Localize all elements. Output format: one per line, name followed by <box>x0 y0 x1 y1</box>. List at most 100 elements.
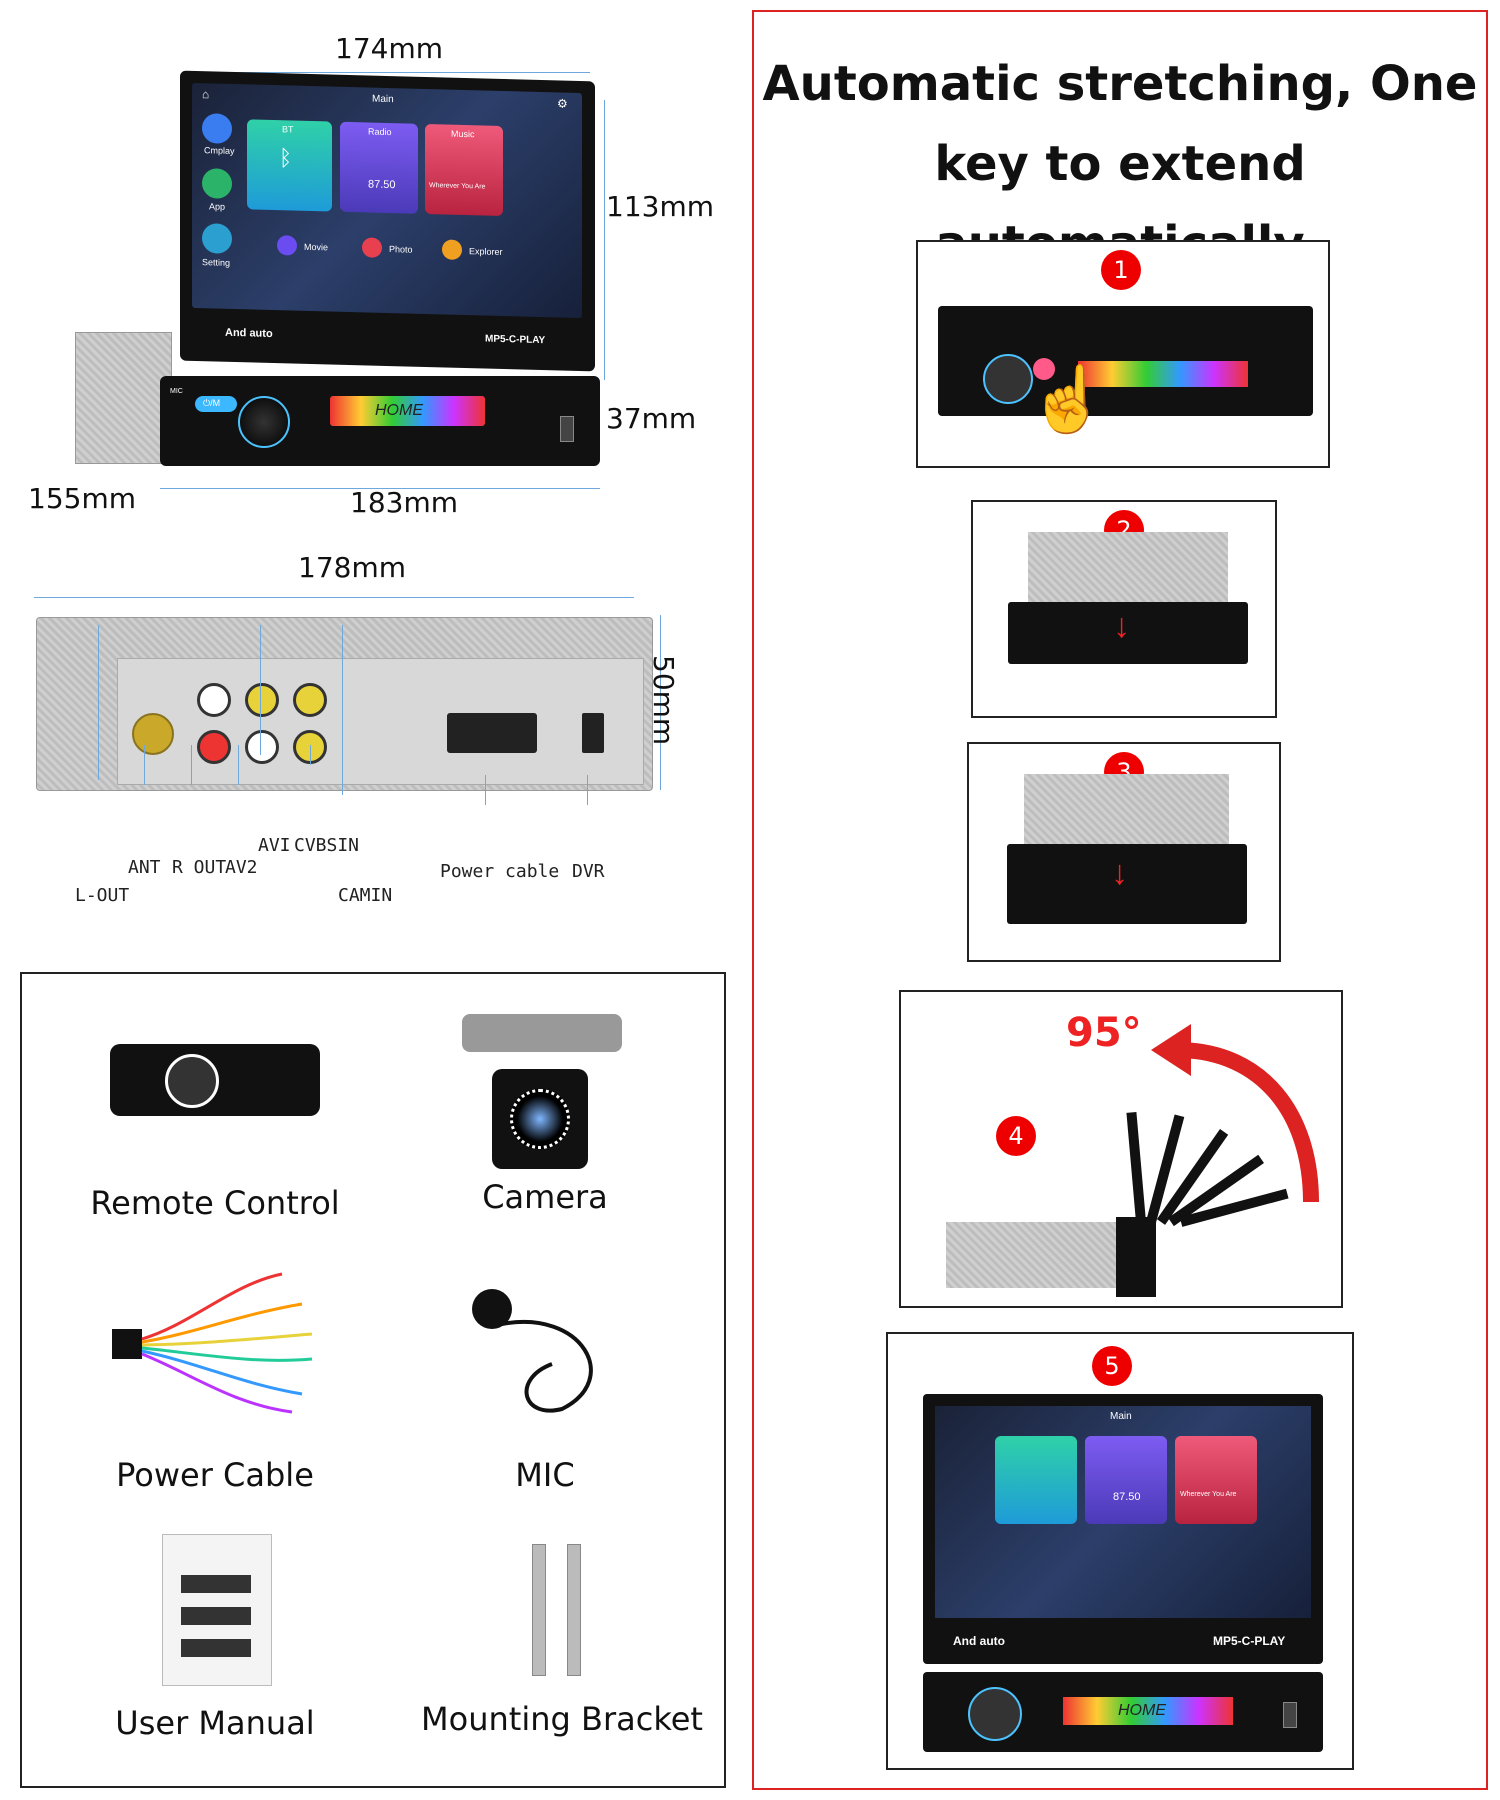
bt-card[interactable]: BT ᛒ <box>247 119 332 212</box>
app-label: Explorer <box>469 246 503 258</box>
home-icon[interactable]: ⌂ <box>202 87 210 102</box>
manual-figure <box>181 1607 251 1625</box>
metal-chassis <box>75 332 172 464</box>
accessory-label: Remote Control <box>90 1184 340 1222</box>
lead-r-out <box>191 745 192 785</box>
music-song: Wherever You Are <box>429 182 486 191</box>
step-badge: 1 <box>1101 250 1141 290</box>
dim-height: 113mm <box>606 190 714 223</box>
product-front-view: 174mm 113mm 37mm 155mm 183mm Main ⌂ ⚙ Cm… <box>20 20 720 530</box>
explorer-icon[interactable] <box>442 239 462 260</box>
step5-screen-frame: Main 87.50 Wherever You Are And auto MP5… <box>923 1394 1323 1664</box>
music-card[interactable]: Music Wherever You Are <box>425 123 503 217</box>
step1-release-button[interactable] <box>1033 358 1055 380</box>
step5-faceplate: HOME <box>923 1672 1323 1752</box>
label-cvbsin: CVBSIN <box>294 835 360 856</box>
extension-steps-panel: Automatic stretching, One key to extend … <box>752 10 1488 1790</box>
camera-image <box>462 1014 622 1174</box>
rear-width: 178mm <box>298 551 406 584</box>
sidebar-label: Setting <box>202 257 231 268</box>
step4-chassis <box>946 1222 1121 1288</box>
dim-line-right <box>604 100 605 380</box>
step1-unit <box>938 306 1313 416</box>
step5-bt-card <box>995 1436 1077 1524</box>
title-line-1: Automatic stretching, One <box>762 56 1478 112</box>
step5-display: Main 87.50 Wherever You Are <box>935 1406 1311 1618</box>
lead-avi <box>260 625 261 755</box>
rear-width-line <box>34 597 634 598</box>
mounting-bracket-image <box>532 1544 546 1676</box>
av2-jack <box>245 730 279 764</box>
rotation-arrow-path <box>1180 1042 1319 1203</box>
cable-wire <box>141 1272 283 1341</box>
step5-lcd-text: HOME <box>1118 1702 1166 1719</box>
user-manual-image <box>162 1534 272 1686</box>
step5-lcd: HOME <box>1063 1697 1233 1725</box>
screen-header: Main <box>372 93 394 106</box>
step5-model: MP5-C-PLAY <box>1213 1634 1286 1648</box>
accessories-box: Remote Control Camera Power Cable MIC Us… <box>20 972 726 1788</box>
volume-knob[interactable] <box>238 396 290 448</box>
finger-icon: ☝ <box>1028 363 1108 435</box>
rear-chassis <box>36 617 653 791</box>
dim-depth: 155mm <box>28 482 136 515</box>
cable-wire <box>141 1332 313 1347</box>
dim-depth-front: 37mm <box>606 402 697 435</box>
sidebar-cmplay[interactable] <box>202 113 232 144</box>
bluetooth-icon: ᛒ <box>279 145 293 171</box>
lead-l-out <box>98 625 99 780</box>
step2-chassis <box>1028 532 1228 602</box>
camera-lens <box>510 1089 570 1149</box>
step5-music-card: Wherever You Are <box>1175 1436 1257 1524</box>
l-out-jack <box>197 683 231 717</box>
label-av2: AV2 <box>225 857 258 878</box>
faceplate: MIC ⏻/M HOME <box>160 376 600 466</box>
remote-control-image <box>110 1044 320 1116</box>
power-button[interactable]: ⏻/M <box>195 396 237 412</box>
sidebar-app[interactable] <box>202 168 232 199</box>
dim-line-bottom <box>160 488 600 489</box>
accessory-label: MIC <box>515 1456 575 1494</box>
label-power-cable: Power cable <box>440 861 560 882</box>
photo-icon[interactable] <box>362 237 382 258</box>
lead-power <box>485 775 486 805</box>
camera-bracket <box>462 1014 622 1052</box>
lead-dvr <box>587 775 588 805</box>
power-cable-image <box>112 1272 313 1414</box>
lcd-display: HOME <box>330 396 485 426</box>
app-label: Movie <box>304 241 329 253</box>
rear-height-line <box>660 615 661 790</box>
label-camin: CAMIN <box>338 885 393 906</box>
rear-panel-view: 178mm 50mm L-OUT ANT R OUT AV2 AVI CVBSI… <box>20 535 720 925</box>
label-l-out: L-OUT <box>75 885 130 906</box>
step-1-box: 1 ☝ <box>916 240 1330 468</box>
cvbsin-jack <box>293 683 327 717</box>
movie-icon[interactable] <box>277 235 297 256</box>
step5-header: Main <box>1110 1411 1132 1422</box>
manual-figure <box>181 1575 251 1593</box>
cable-wire <box>141 1352 293 1414</box>
usb-port[interactable] <box>560 416 574 442</box>
screen-frame: Main ⌂ ⚙ Cmplay App Setting BT ᛒ Radio 8… <box>180 70 595 372</box>
sidebar-setting[interactable] <box>202 223 232 254</box>
angle-label: 95° <box>1066 1010 1142 1056</box>
card-title: BT <box>282 124 294 135</box>
lcd-text: HOME <box>375 402 423 419</box>
step-badge: 4 <box>996 1116 1036 1156</box>
model-label: MP5-C-PLAY <box>485 333 546 347</box>
lead-av2 <box>238 745 239 785</box>
settings-icon[interactable]: ⚙ <box>557 96 568 111</box>
down-arrow-icon: ↓ <box>1111 854 1128 892</box>
lead-camin <box>342 625 343 795</box>
step-2-box: 2 ↓ <box>971 500 1277 718</box>
mic-label: MIC <box>170 388 183 395</box>
manual-figure <box>181 1639 251 1657</box>
sidebar-label: App <box>209 201 226 212</box>
step-badge: 5 <box>1092 1346 1132 1386</box>
accessory-label: Mounting Bracket <box>421 1700 703 1738</box>
radio-card[interactable]: Radio 87.50 <box>340 121 418 214</box>
rear-port-area <box>117 658 644 785</box>
accessory-label: Power Cable <box>116 1456 314 1494</box>
step-5-box: 5 Main 87.50 Wherever You Are And auto M… <box>886 1332 1354 1770</box>
radio-freq: 87.50 <box>368 178 396 192</box>
